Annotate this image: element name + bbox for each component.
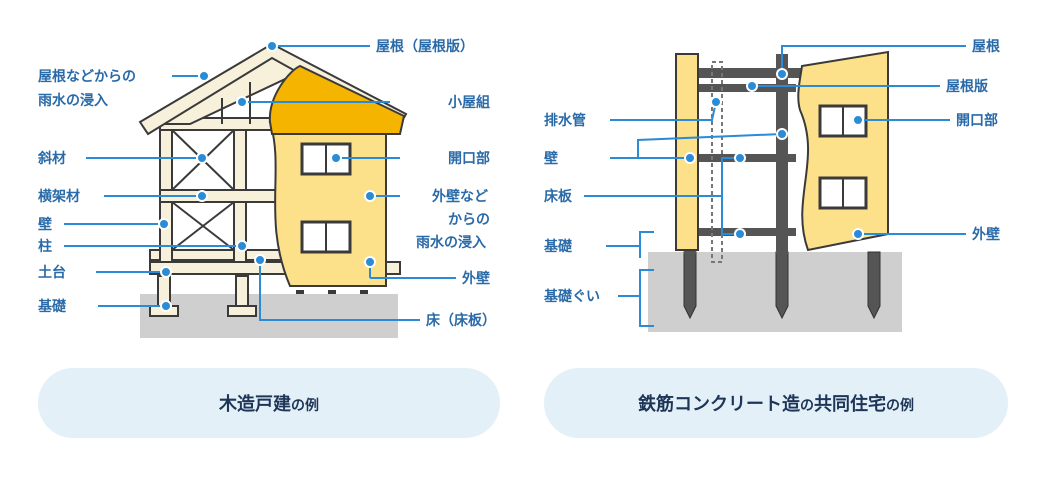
marker-dot	[852, 114, 864, 126]
marker-dot	[236, 96, 248, 108]
marker-dot	[266, 40, 278, 52]
marker-dot	[852, 228, 864, 240]
floor-slab	[696, 228, 796, 236]
label-wall: 壁	[38, 216, 52, 233]
left-caption: 木造戸建の例	[38, 368, 500, 438]
marker-dot	[196, 190, 208, 202]
right-caption: 鉄筋コンクリート造の共同住宅の例	[544, 368, 1008, 438]
foundation-pier	[235, 275, 249, 311]
left-labels: 屋根（屋根版） 屋根などからの 雨水の浸入 小屋組 斜材 開口部 横架材 外壁な…	[37, 38, 496, 329]
svg-text:木造戸建の例: 木造戸建の例	[218, 393, 319, 415]
marker-dot	[160, 300, 172, 312]
roof-beam	[696, 84, 796, 92]
label-foundation: 基礎	[38, 298, 67, 315]
label-exterior-wall: 外壁	[972, 226, 1000, 243]
label-rain-wall: 外壁など	[432, 188, 488, 205]
marker-dot	[734, 228, 746, 240]
marker-dot	[684, 152, 696, 164]
pile	[683, 251, 697, 320]
label-roof: 屋根（屋根版）	[376, 38, 474, 55]
marker-dot	[734, 152, 746, 164]
vent	[360, 290, 368, 294]
caption-particle: の	[800, 398, 814, 414]
label-pile: 基礎ぐい	[544, 288, 600, 305]
marker-dot	[196, 152, 208, 164]
vent	[296, 290, 304, 294]
pile	[867, 251, 881, 320]
label-column: 柱	[38, 238, 52, 255]
wall-panel	[675, 53, 699, 251]
marker-dot	[198, 70, 210, 82]
label-rain-wall: 雨水の浸入	[416, 234, 486, 251]
marker-dot	[746, 80, 758, 92]
caption-text: 木造戸建	[218, 393, 291, 415]
exterior-wall-panel	[797, 50, 889, 252]
label-wall: 壁	[544, 150, 558, 167]
marker-dot	[236, 240, 248, 252]
vent	[328, 290, 336, 294]
ground	[140, 294, 398, 338]
exterior-wall-panel	[268, 121, 387, 287]
marker-dot	[776, 128, 788, 140]
marker-dot	[160, 266, 172, 278]
label-rain-wall: からの	[448, 212, 490, 228]
left-leaders	[64, 40, 456, 321]
label-rain-roof: 屋根などからの	[38, 68, 136, 85]
wooden-house-illustration	[138, 42, 408, 338]
rc-building-illustration	[648, 50, 902, 332]
caption-particle: の例	[291, 397, 319, 414]
roof-cap	[268, 64, 406, 135]
label-truss: 小屋組	[448, 94, 490, 111]
label-roof: 屋根	[972, 38, 1001, 55]
label-opening: 開口部	[448, 150, 490, 167]
foundation-base	[227, 305, 257, 317]
marker-dot	[364, 190, 376, 202]
caption-pill	[544, 368, 1008, 438]
right-leaders	[584, 45, 966, 327]
label-sill: 土台	[38, 264, 66, 281]
caption-text: 鉄筋コンクリート造	[638, 393, 800, 415]
pile	[775, 251, 789, 320]
brace	[171, 201, 235, 251]
label-foundation: 基礎	[544, 238, 573, 255]
svg-text:鉄筋コンクリート造の共同住宅の例: 鉄筋コンクリート造の共同住宅の例	[638, 393, 914, 415]
label-beam: 横架材	[38, 188, 80, 205]
marker-dot	[776, 68, 788, 80]
right-labels: 屋根 屋根版 排水管 開口部 壁 床板 外壁 基礎 基礎ぐい	[544, 38, 1001, 305]
marker-dot	[710, 96, 722, 108]
label-floor: 床（床板）	[426, 312, 496, 329]
label-exterior-wall: 外壁	[462, 270, 490, 287]
marker-dot	[364, 256, 376, 268]
marker-dot	[330, 152, 342, 164]
label-opening: 開口部	[956, 112, 998, 129]
label-roof-slab: 屋根版	[946, 78, 988, 95]
label-rain-roof: 雨水の浸入	[38, 92, 108, 109]
caption-pill	[38, 368, 500, 438]
label-brace: 斜材	[37, 150, 66, 167]
label-drain-pipe: 排水管	[544, 112, 586, 129]
marker-dot	[254, 254, 266, 266]
caption-text: 共同住宅	[814, 393, 886, 415]
label-floor-slab: 床板	[544, 188, 573, 205]
caption-particle: の例	[886, 397, 914, 414]
marker-dot	[158, 218, 170, 230]
